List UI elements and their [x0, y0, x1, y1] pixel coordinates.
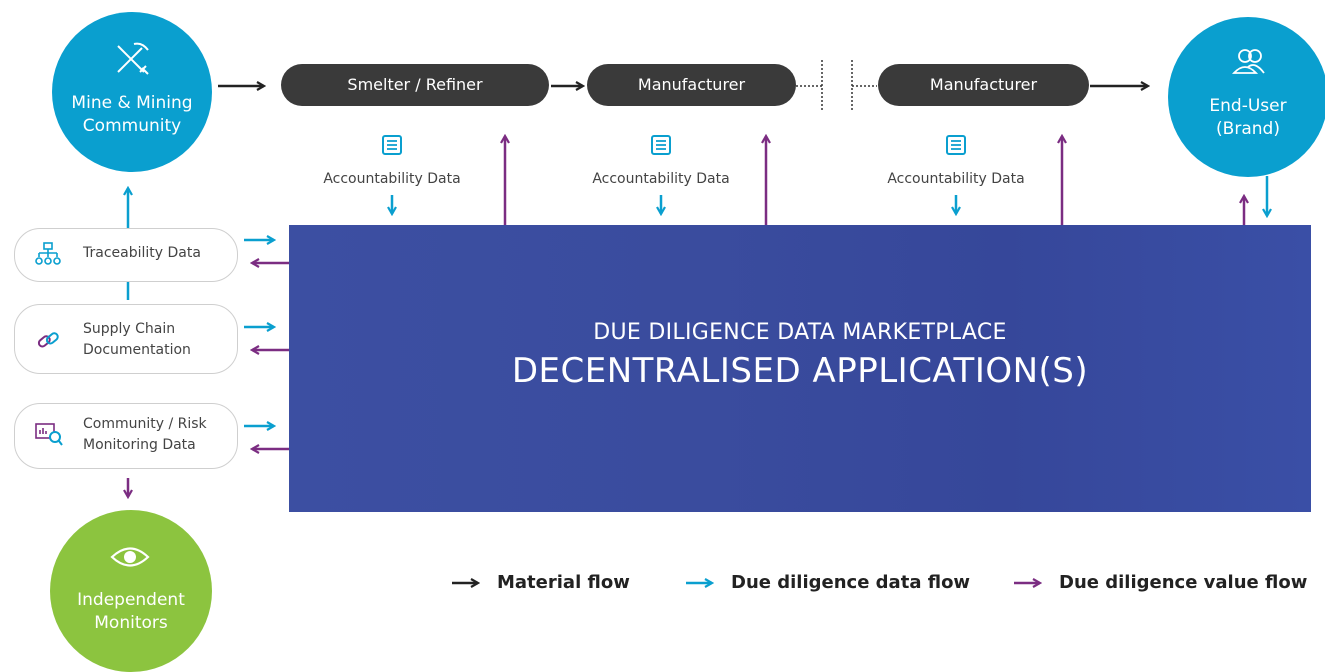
independent-monitors-node: Independent Monitors	[50, 510, 212, 672]
source-supply-chain-line2: Documentation	[83, 342, 191, 358]
source-community-line2: Monitoring Data	[83, 437, 196, 453]
source-community-line1: Community / Risk	[83, 416, 207, 432]
marketplace-subtitle: DUE DILIGENCE DATA MARKETPLACE	[593, 320, 1007, 345]
marketplace-title: DECENTRALISED APPLICATION(S)	[511, 351, 1089, 391]
mine-label-line1: Mine & Mining	[71, 93, 193, 113]
list-icon	[946, 135, 966, 155]
end-user-label-line2: (Brand)	[1216, 119, 1280, 139]
mine-label-line2: Community	[82, 116, 182, 136]
source-traceability-data: Traceability Data	[14, 228, 238, 282]
end-user-node: End-User (Brand)	[1168, 17, 1325, 177]
list-icon	[651, 135, 671, 155]
monitors-label-line1: Independent	[77, 590, 185, 610]
accountability-label-1: Accountability Data	[323, 171, 461, 187]
source-traceability-label: Traceability Data	[83, 245, 201, 261]
mine-community-node: Mine & Mining Community	[52, 12, 212, 172]
source-supply-chain-documentation: Supply Chain Documentation	[14, 304, 238, 374]
users-icon	[1232, 49, 1265, 74]
smelter-refiner-node: Smelter / Refiner	[281, 64, 549, 106]
list-icon	[382, 135, 402, 155]
link-icon	[37, 332, 59, 348]
legend-value-flow: Due diligence value flow	[1059, 572, 1308, 593]
eye-icon	[110, 547, 150, 567]
pickaxe-shovel-icon	[117, 42, 149, 75]
monitors-label-line2: Monitors	[94, 613, 168, 633]
end-user-label-line1: End-User	[1209, 96, 1287, 116]
legend-data-flow: Due diligence data flow	[731, 572, 971, 593]
accountability-label-2: Accountability Data	[592, 171, 730, 187]
hierarchy-icon	[35, 242, 61, 265]
source-supply-chain-line1: Supply Chain	[83, 321, 176, 337]
manufacturer-node-b: Manufacturer	[878, 64, 1089, 106]
manufacturer-node-a: Manufacturer	[587, 64, 796, 106]
accountability-label-3: Accountability Data	[887, 171, 1025, 187]
monitor-search-icon	[35, 423, 63, 446]
legend-material-flow: Material flow	[497, 572, 630, 593]
marketplace-panel: DUE DILIGENCE DATA MARKETPLACE DECENTRAL…	[289, 225, 1311, 512]
source-community-risk-monitoring: Community / Risk Monitoring Data	[14, 403, 238, 469]
